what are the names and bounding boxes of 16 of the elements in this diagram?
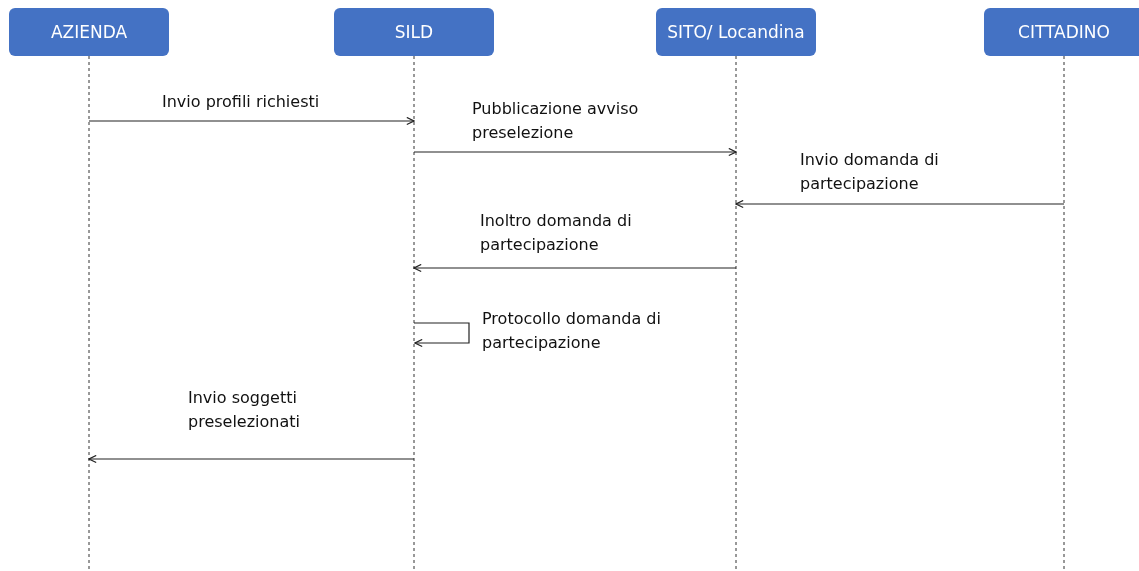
message-arrow: [735, 199, 1065, 209]
participant-box: SITO/ Locandina: [656, 8, 816, 56]
message-label: Pubblicazione avviso preselezione: [472, 98, 640, 144]
message-arrow: [413, 322, 470, 348]
message-label: Invio domanda di partecipazione: [800, 149, 940, 195]
message-arrow: [413, 147, 737, 157]
message-label: Invio profili richiesti: [162, 91, 321, 113]
participant-box: AZIENDA: [9, 8, 169, 56]
message-label: Inoltro domanda di partecipazione: [480, 210, 633, 256]
participant-box: CITTADINO: [984, 8, 1139, 56]
message-label: Protocollo domanda di partecipazione: [482, 308, 662, 354]
participant-box: SILD: [334, 8, 494, 56]
message-arrow: [88, 454, 415, 464]
message-arrow: [413, 263, 737, 273]
message-arrow: [88, 116, 415, 126]
message-label: Invio soggetti preselezionati: [188, 387, 301, 433]
